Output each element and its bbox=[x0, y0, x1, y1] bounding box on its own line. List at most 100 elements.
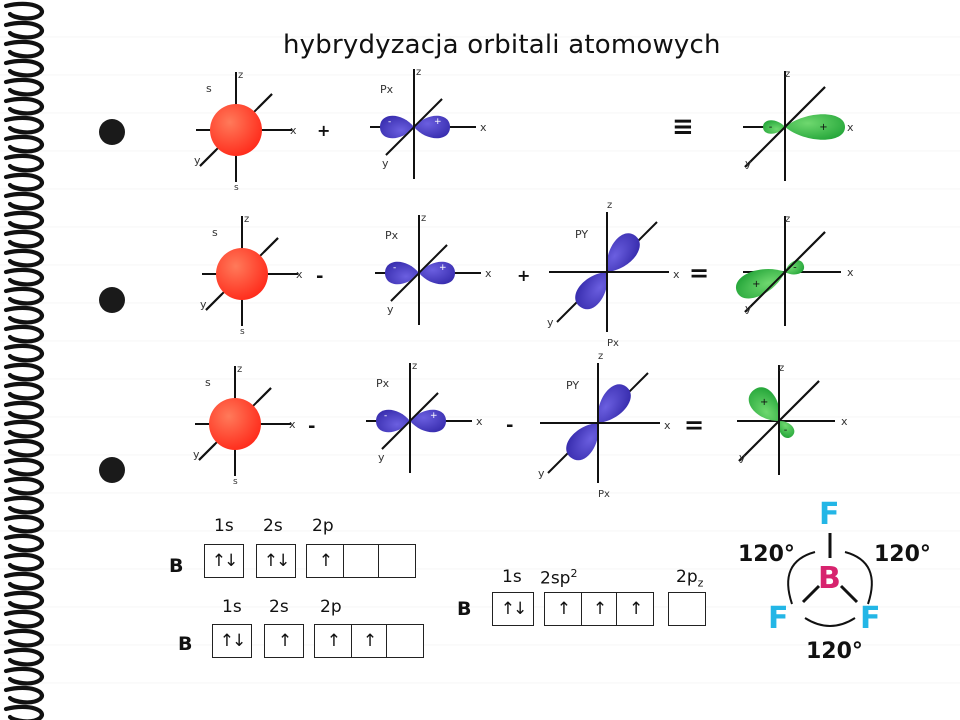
orbital-box-1s: ↑↓ bbox=[204, 544, 244, 578]
spiral-binding bbox=[3, 1, 44, 720]
angle-label-right: 120° bbox=[874, 542, 931, 567]
operator-minus: - bbox=[308, 416, 315, 437]
spiral-ring bbox=[3, 666, 44, 686]
orbital-label-s-bottom: s bbox=[234, 183, 239, 193]
sp-hybrid-orbital: +-zxy bbox=[735, 214, 854, 326]
operator-equals: = bbox=[689, 259, 709, 287]
label-1s: 1s bbox=[502, 567, 522, 587]
subscript: z bbox=[697, 576, 704, 590]
orbital-label-py: PY bbox=[566, 379, 579, 392]
y-axis-front bbox=[263, 237, 279, 253]
hybrid-lobe-small bbox=[778, 420, 795, 438]
spiral-ring bbox=[3, 191, 44, 211]
axis-label-y: y bbox=[538, 467, 545, 480]
px-lobe-negative bbox=[385, 261, 419, 285]
axis-label-z: z bbox=[607, 200, 612, 211]
atom-symbol: B bbox=[178, 633, 193, 655]
axis-label-y: y bbox=[378, 451, 385, 464]
spiral-ring bbox=[3, 647, 44, 667]
orbital-cell: ↑ bbox=[307, 545, 344, 577]
page-title: hybrydyzacja orbitali atomowych bbox=[283, 30, 721, 60]
spiral-ring bbox=[3, 39, 44, 59]
bond-left bbox=[801, 584, 821, 604]
axis-label-x: x bbox=[847, 266, 854, 279]
atom-f-right: F bbox=[860, 601, 881, 636]
operator-plus: + bbox=[317, 121, 330, 140]
spiral-ring bbox=[3, 248, 44, 268]
axis-label-x: x bbox=[485, 267, 492, 280]
spiral-ring bbox=[3, 533, 44, 553]
spiral-ring bbox=[3, 495, 44, 515]
spiral-ring bbox=[3, 324, 44, 344]
orbital-label-py: PY bbox=[575, 228, 588, 241]
py-lobe-negative bbox=[575, 272, 608, 310]
orbital-cell bbox=[344, 545, 380, 577]
label-1s: 1s bbox=[214, 516, 234, 536]
axis-label-x: x bbox=[289, 418, 296, 431]
orbital-cell: ↑ bbox=[582, 593, 618, 625]
s-orbital-sphere bbox=[210, 104, 262, 156]
y-axis-front bbox=[257, 93, 273, 109]
orbital-cell bbox=[387, 625, 423, 657]
y-axis-front bbox=[744, 231, 826, 313]
spiral-ring bbox=[3, 210, 44, 230]
orbital-box-2p: ↑ ↑ bbox=[314, 624, 424, 658]
orbital-box-1s: ↑↓ bbox=[212, 624, 252, 658]
y-axis-front bbox=[390, 244, 448, 302]
axis-label-y: y bbox=[193, 448, 200, 461]
axis-label-x: x bbox=[480, 121, 487, 134]
label-2sp2: 2sp2 bbox=[540, 567, 577, 589]
hybrid-lobe-large bbox=[748, 387, 780, 422]
label-2s: 2s bbox=[263, 516, 283, 536]
axis-label-z: z bbox=[244, 214, 249, 225]
px-lobe-positive bbox=[410, 409, 446, 433]
spiral-ring bbox=[3, 400, 44, 420]
lobe-sign-minus: - bbox=[388, 117, 391, 127]
spiral-ring bbox=[3, 590, 44, 610]
atom-b-center: B bbox=[818, 561, 841, 596]
axis-label-z: z bbox=[421, 213, 426, 224]
axis-label-z: z bbox=[785, 214, 790, 225]
orbital-cell: ↑ bbox=[629, 599, 643, 619]
hybrid-lobe-large bbox=[735, 269, 785, 299]
orbital-label-s: s bbox=[206, 82, 212, 95]
spiral-ring bbox=[3, 514, 44, 534]
orbital-label-s: s bbox=[212, 226, 218, 239]
spiral-ring bbox=[3, 1, 44, 21]
spiral-ring bbox=[3, 438, 44, 458]
lobe-sign-plus: + bbox=[760, 397, 768, 408]
spiral-ring bbox=[3, 362, 44, 382]
axis-label-y: y bbox=[382, 157, 389, 170]
angle-arc-right bbox=[844, 551, 873, 605]
orbital-cell bbox=[379, 545, 415, 577]
orbital-label-px: Px bbox=[380, 83, 394, 96]
orbital-box-2pz bbox=[668, 592, 706, 626]
orbital-label-px: Px bbox=[385, 229, 399, 242]
orbital-label-s-bottom: s bbox=[240, 327, 245, 337]
s-orbital-sphere bbox=[209, 398, 261, 450]
axis-label-x: x bbox=[476, 415, 483, 428]
spiral-ring bbox=[3, 476, 44, 496]
py-lobe-positive bbox=[597, 384, 631, 423]
sp-hybrid-orbital: +-zxy bbox=[737, 363, 848, 475]
angle-label-left: 120° bbox=[738, 542, 795, 567]
orbital-cell: ↑ bbox=[545, 593, 582, 625]
axis-label-z: z bbox=[238, 70, 243, 81]
lobe-sign-plus: + bbox=[439, 263, 447, 273]
axis-label-x: x bbox=[847, 121, 854, 134]
spiral-ring bbox=[3, 58, 44, 78]
lobe-sign-plus: + bbox=[819, 122, 827, 133]
sp-hybrid-orbital: +-zxy bbox=[743, 69, 854, 181]
px-orbital: Px+-zxy bbox=[370, 67, 487, 179]
lobe-sign-minus: - bbox=[384, 411, 387, 421]
lobe-sign-plus: + bbox=[430, 411, 438, 421]
label-2p: 2p bbox=[320, 597, 342, 617]
axis-label-y: y bbox=[739, 451, 746, 464]
angle-label-bottom: 120° bbox=[806, 639, 863, 664]
atom-f-left: F bbox=[768, 601, 789, 636]
px-lobe-negative bbox=[380, 115, 414, 139]
